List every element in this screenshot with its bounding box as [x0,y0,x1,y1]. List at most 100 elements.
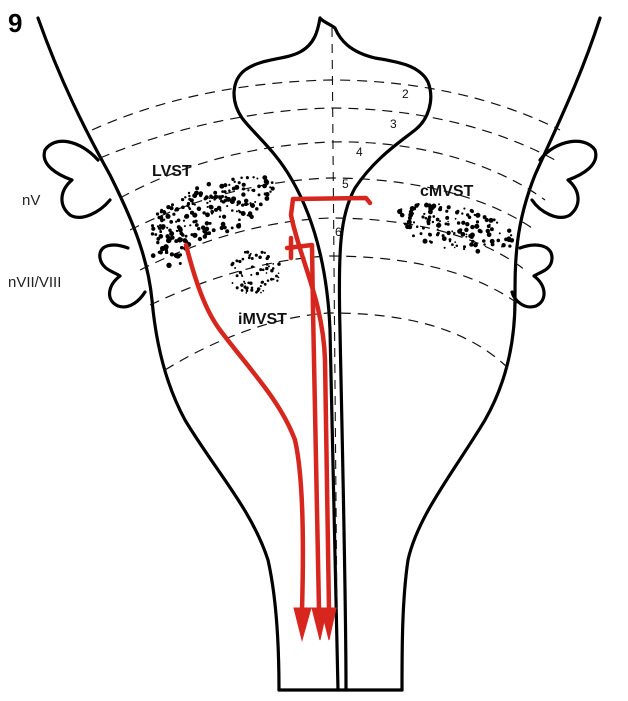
imvst-neuron-dot [247,281,250,284]
lvst-tract-arrowhead [294,608,311,640]
cmvst-neuron-dot [454,247,456,249]
lvst-neuron-dot [154,233,157,236]
cmvst-neuron-dot [482,239,486,243]
lvst-neuron-dot [185,235,188,238]
lvst-neuron-dot [192,233,197,238]
lvst-neuron-dot [252,176,254,178]
lvst-neuron-dot [265,192,270,197]
lvst-neuron-dot [219,184,224,189]
lvst-neuron-dot [151,232,154,235]
lvst-neuron-dot [258,193,261,196]
lvst-neuron-dot [240,176,243,179]
lvst-neuron-dot [204,231,208,235]
cmvst-neuron-dot [501,243,505,247]
imvst-neuron-dot [261,281,264,284]
imvst-neuron-dot [256,272,259,275]
cmvst-neuron-dot [439,220,441,222]
lvst-neuron-dot [207,206,209,208]
lvst-neuron-dot [204,197,207,200]
lvst-neuron-dot [169,220,173,224]
imvst-neuron-dot [239,271,242,274]
cmvst-neuron-dot [469,242,473,246]
label-cMVST: cMVST [420,183,474,200]
lvst-neuron-dot [269,186,271,188]
lvst-neuron-dot [252,203,254,205]
lvst-neuron-dot [195,186,199,190]
imvst-neuron-dot [272,263,274,265]
lvst-neuron-dot [214,195,219,200]
imvst-neuron-dot [232,282,234,284]
lvst-neuron-dot [226,205,228,207]
cmvst-neuron-dot [438,207,442,211]
imvst-neuron-dot [264,283,267,286]
lvst-neuron-dot [188,192,190,194]
cmvst-neuron-dot [445,216,449,220]
imvst-neuron-dot [236,274,239,277]
lvst-neuron-dot [236,204,238,206]
imvst-neuron-dot [238,260,241,263]
lvst-neuron-dot [228,189,231,192]
lvst-neuron-dot [151,224,154,227]
imvst-neuron-dot [251,257,254,260]
cmvst-neuron-dot [432,221,434,223]
cmvst-neuron-dot [454,241,456,243]
label-LVST: LVST [152,163,192,180]
lvst-neuron-dot [192,220,195,223]
cmvst-neuron-dot [420,233,422,235]
imvst-neuron-dot [248,254,251,257]
lvst-neuron-dot [169,231,174,236]
imvst-neuron-dot [250,274,252,276]
nVIII-right-lobe [512,245,552,307]
cmvst-neuron-dot [432,204,437,209]
lvst-neuron-dot [217,206,221,210]
imvst-neuron-dot [260,292,262,294]
imvst-neuron-dot [240,283,243,286]
cmvst-neuron-dot [427,218,431,222]
lvst-neuron-dot [205,221,209,225]
imvst-neuron-dot [278,272,280,274]
lvst-neuron-dot [169,206,173,210]
lvst-neuron-dot [165,234,169,238]
cmvst-neuron-dot [475,213,480,218]
lvst-neuron-dot [175,253,180,258]
lvst-neuron-dot [161,226,164,229]
lvst-neuron-dot [166,263,171,268]
cmvst-neuron-dot [489,224,491,226]
rhombomere-4: 4 [356,145,363,159]
lvst-neuron-dot [159,224,162,227]
lvst-neuron-dot [238,218,241,221]
lvst-neuron-dot [176,230,178,232]
lvst-neuron-dot [213,191,217,195]
lvst-neuron-dot [255,207,259,211]
lvst-neuron-dot [226,197,231,202]
lvst-neuron-dot [241,192,245,196]
lvst-neuron-dot [181,198,184,201]
lvst-neuron-dot [168,239,171,242]
lvst-tract [186,245,303,610]
lvst-neuron-dot [156,212,159,215]
lvst-neuron-dot [151,253,156,258]
imvst-neuron-dot [255,291,258,294]
lvst-neuron-dot [221,190,224,193]
cmvst-neuron-dot [432,215,435,218]
imvst-neuron-dot [257,287,261,291]
lvst-neuron-dot [271,187,275,191]
cmvst-neuron-dot [449,238,452,241]
imvst-neuron-dot [248,256,251,259]
cmvst-neuron-dot [468,216,472,220]
lvst-neuron-dot [228,184,230,186]
rhombomere-2: 2 [402,87,409,101]
lvst-neuron-dot [254,201,256,203]
lvst-neuron-dot [188,206,190,208]
imvst-neuron-dot [265,267,269,271]
imvst-neuron-dot [231,262,234,265]
imvst-neuron-dot [241,289,244,292]
imvst-neuron-dot [246,289,249,292]
rhombomere-6: 6 [335,225,342,239]
lvst-neuron-dot [165,214,170,219]
cmvst-neuron-dot [425,217,428,220]
cmvst-neuron-dot [463,208,465,210]
lvst-neuron-dot [262,175,267,180]
